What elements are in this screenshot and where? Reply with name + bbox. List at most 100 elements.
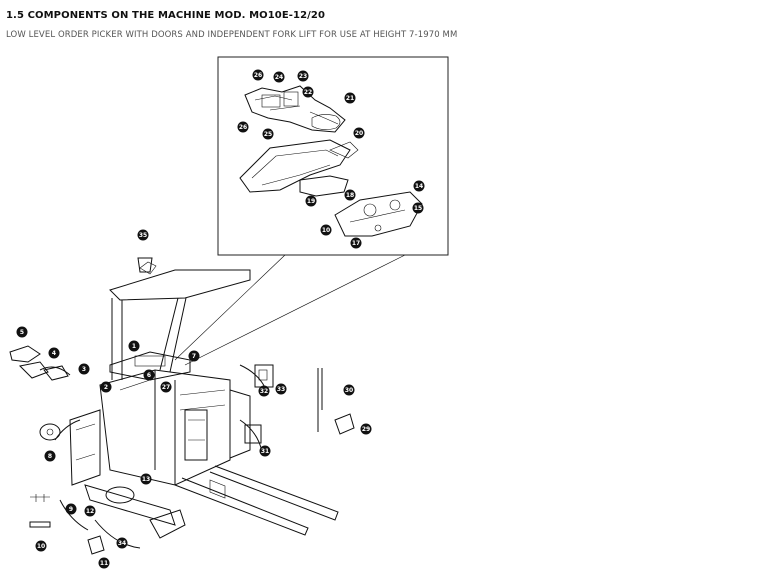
inset-leader-lines bbox=[174, 254, 406, 366]
callout-dot bbox=[100, 381, 112, 393]
callout-6: 6 bbox=[143, 369, 155, 381]
callout-24: 24 bbox=[273, 71, 285, 83]
callout-dot bbox=[259, 445, 271, 457]
callout-label: 30 bbox=[345, 387, 353, 394]
callout-dot bbox=[143, 369, 155, 381]
callout-label: 32 bbox=[260, 388, 268, 395]
part-component-11 bbox=[87, 535, 105, 555]
callout-label: 13 bbox=[142, 476, 150, 483]
callout-12: 12 bbox=[84, 505, 96, 517]
callout-dot bbox=[188, 350, 200, 362]
part-pedal-assembly bbox=[9, 345, 69, 381]
callout-dot bbox=[305, 195, 317, 207]
machine-forks bbox=[174, 465, 339, 536]
callout-label: 29 bbox=[362, 426, 370, 433]
callout-label: 12 bbox=[86, 508, 94, 515]
callout-dot bbox=[273, 71, 285, 83]
callout-label: 7 bbox=[192, 353, 196, 360]
callout-label: 10 bbox=[322, 227, 330, 234]
callout-9: 9 bbox=[65, 503, 77, 515]
callout-35: 35 bbox=[137, 229, 149, 241]
callout-8: 8 bbox=[44, 450, 56, 462]
callout-dot bbox=[413, 180, 425, 192]
callout-5: 5 bbox=[16, 326, 28, 338]
callout-dot bbox=[137, 229, 149, 241]
callout-dot bbox=[343, 384, 355, 396]
callout-22: 22 bbox=[302, 86, 314, 98]
callout-dot bbox=[78, 363, 90, 375]
callout-label: 8 bbox=[48, 453, 52, 460]
callout-dot bbox=[297, 70, 309, 82]
callout-dot bbox=[48, 347, 60, 359]
callout-label: 33 bbox=[277, 386, 285, 393]
callout-dot bbox=[140, 473, 152, 485]
callout-20: 20 bbox=[353, 127, 365, 139]
callout-26: 26 bbox=[252, 69, 264, 81]
callout-dot bbox=[353, 127, 365, 139]
callout-label: 1 bbox=[132, 343, 136, 350]
callout-31: 31 bbox=[259, 445, 271, 457]
callout-label: 4 bbox=[52, 350, 56, 357]
callout-label: 11 bbox=[100, 560, 108, 567]
callout-label: 20 bbox=[355, 130, 363, 137]
callout-19: 19 bbox=[305, 195, 317, 207]
inset-drawing-tray bbox=[239, 139, 359, 197]
callout-dot bbox=[65, 503, 77, 515]
callout-10: 10 bbox=[320, 224, 332, 236]
callout-label: 24 bbox=[275, 74, 283, 81]
callout-label: 2 bbox=[104, 384, 108, 391]
callout-dot bbox=[275, 383, 287, 395]
callout-dot bbox=[98, 557, 110, 569]
callout-label: 18 bbox=[346, 192, 354, 199]
callout-dot bbox=[302, 86, 314, 98]
callout-dot bbox=[344, 189, 356, 201]
callout-label: 14 bbox=[415, 183, 423, 190]
inset-drawing-upper bbox=[244, 85, 346, 133]
callout-dot bbox=[237, 121, 249, 133]
callout-27: 27 bbox=[160, 381, 172, 393]
callout-3: 3 bbox=[78, 363, 90, 375]
callout-label: 26 bbox=[254, 72, 262, 79]
callout-dot bbox=[160, 381, 172, 393]
callout-label: 5 bbox=[20, 329, 24, 336]
callout-2: 2 bbox=[100, 381, 112, 393]
callout-14: 14 bbox=[413, 180, 425, 192]
callout-7: 7 bbox=[188, 350, 200, 362]
part-switch-33 bbox=[254, 364, 274, 388]
callout-label: 3 bbox=[82, 366, 86, 373]
callout-dot bbox=[350, 237, 362, 249]
callout-33: 33 bbox=[275, 383, 287, 395]
callout-17: 17 bbox=[350, 237, 362, 249]
callout-32: 32 bbox=[258, 385, 270, 397]
part-fuse-9-10 bbox=[29, 494, 51, 528]
callout-10: 10 bbox=[35, 540, 47, 552]
callout-label: 10 bbox=[37, 543, 45, 550]
callout-25: 25 bbox=[262, 128, 274, 140]
detail-inset-box bbox=[217, 56, 449, 256]
callout-23: 23 bbox=[297, 70, 309, 82]
callout-dot bbox=[412, 202, 424, 214]
part-lamp-35 bbox=[137, 257, 153, 273]
part-bracket-29 bbox=[334, 413, 355, 435]
callout-dot bbox=[35, 540, 47, 552]
callout-dot bbox=[16, 326, 28, 338]
callout-label: 25 bbox=[264, 131, 272, 138]
callout-4: 4 bbox=[48, 347, 60, 359]
callout-34: 34 bbox=[116, 537, 128, 549]
page-title: 1.5 COMPONENTS ON THE MACHINE MOD. MO10E… bbox=[6, 10, 326, 21]
callout-15: 15 bbox=[412, 202, 424, 214]
callout-dot bbox=[360, 423, 372, 435]
callout-dot bbox=[252, 69, 264, 81]
callout-11: 11 bbox=[98, 557, 110, 569]
machine-body bbox=[99, 351, 231, 486]
callout-dot bbox=[258, 385, 270, 397]
callout-dot bbox=[344, 92, 356, 104]
machine-base bbox=[84, 484, 186, 539]
callout-label: 34 bbox=[118, 540, 126, 547]
callout-dot bbox=[320, 224, 332, 236]
callout-label: 26 bbox=[239, 124, 247, 131]
callout-18: 18 bbox=[344, 189, 356, 201]
part-knob-8 bbox=[39, 423, 61, 441]
